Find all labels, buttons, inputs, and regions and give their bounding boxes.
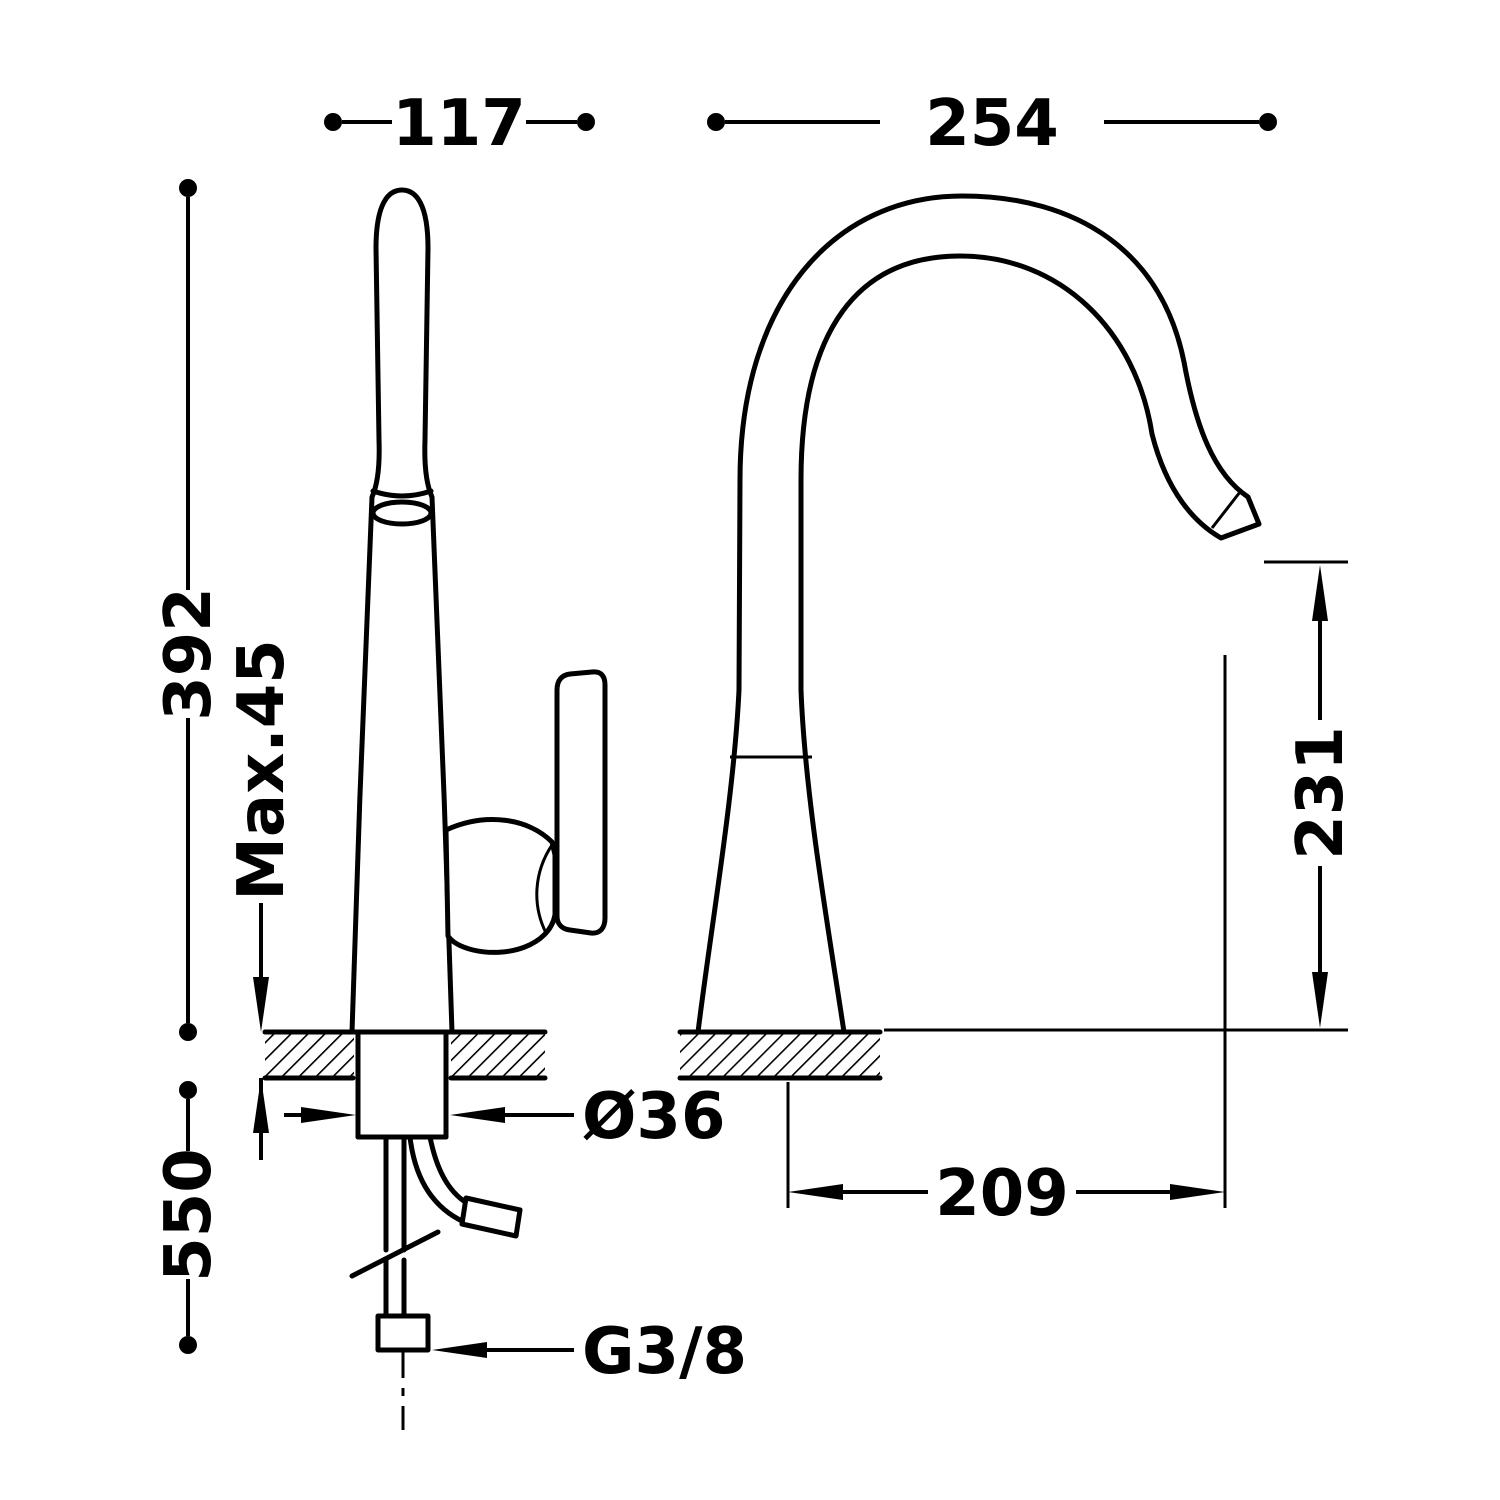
countertop-right: [677, 1029, 883, 1081]
endpoint-dot: [179, 1336, 197, 1354]
endpoint-dot: [324, 113, 342, 131]
mounting-shank: [355, 1029, 449, 1140]
dim-shank-diameter: Ø36: [284, 1080, 725, 1154]
handle-pivot-housing: [443, 817, 558, 955]
endpoint-dot: [179, 1023, 197, 1041]
endpoint-dot: [179, 1081, 197, 1099]
undercounter-parts: [349, 1029, 523, 1430]
side-view-faucet: [262, 187, 608, 1430]
dim-inlet-thread: G3/8: [432, 1315, 747, 1389]
arrowhead-left: [432, 1342, 487, 1358]
dim-d36-label: Ø36: [582, 1080, 725, 1154]
dim-117-label: 117: [392, 87, 526, 161]
hatch-area: [265, 1032, 354, 1078]
handle-lever: [554, 669, 608, 936]
handle-housing-detail: [535, 844, 554, 934]
pipe-break-slash: [349, 1229, 441, 1279]
dim-550-label: 550: [152, 1148, 226, 1282]
endpoint-dot: [707, 113, 725, 131]
dimensions: 117 254 392 Max.45: [152, 87, 1358, 1389]
gooseneck-spout-outline: [695, 193, 1262, 1035]
dim-spout-clearance: 231: [884, 560, 1358, 1032]
dim-g38-label: G3/8: [582, 1315, 747, 1389]
dim-392-label: 392: [152, 587, 226, 721]
dim-height-above-deck: 392: [152, 179, 226, 1041]
spout-tip-detail: [1210, 491, 1242, 529]
endpoint-dot: [1259, 113, 1277, 131]
hatch-area: [680, 1032, 880, 1078]
arrowhead-right: [301, 1107, 356, 1123]
endpoint-dot: [179, 179, 197, 197]
hose-inner-curve: [407, 1134, 467, 1225]
dim-side-width: 117: [324, 87, 595, 161]
arrowhead-left: [450, 1107, 505, 1123]
dim-209-label: 209: [935, 1157, 1069, 1231]
dim-max-deck-thickness: Max.45: [225, 639, 299, 1160]
countertop-left: [262, 1029, 548, 1081]
arrowhead-right: [1170, 1184, 1225, 1200]
arrowhead-up: [1312, 565, 1328, 621]
flexible-hose: [407, 1134, 523, 1239]
arrowhead-up: [253, 1078, 269, 1133]
faucet-body-outline: [349, 187, 455, 1035]
sprayhead-joint-line: [370, 488, 434, 499]
arrowhead-left: [788, 1184, 843, 1200]
dim-front-width: 254: [707, 87, 1277, 161]
hose-end-connector: [459, 1195, 523, 1239]
dim-254-label: 254: [925, 87, 1059, 161]
aerator-outlet: [370, 499, 434, 527]
dim-hose-length: 550: [152, 1081, 226, 1354]
arrowhead-down: [1312, 972, 1328, 1028]
supply-pipe: [349, 1134, 441, 1430]
arrowhead-down: [253, 977, 269, 1032]
dim-max45-label: Max.45: [225, 639, 299, 901]
dim-spout-reach: 209: [786, 655, 1227, 1231]
handle-assembly: [443, 669, 608, 955]
front-view-faucet: [677, 193, 1262, 1081]
inlet-nut: [375, 1313, 431, 1353]
hatch-area: [451, 1032, 545, 1078]
endpoint-dot: [577, 113, 595, 131]
dim-231-label: 231: [1284, 726, 1358, 860]
